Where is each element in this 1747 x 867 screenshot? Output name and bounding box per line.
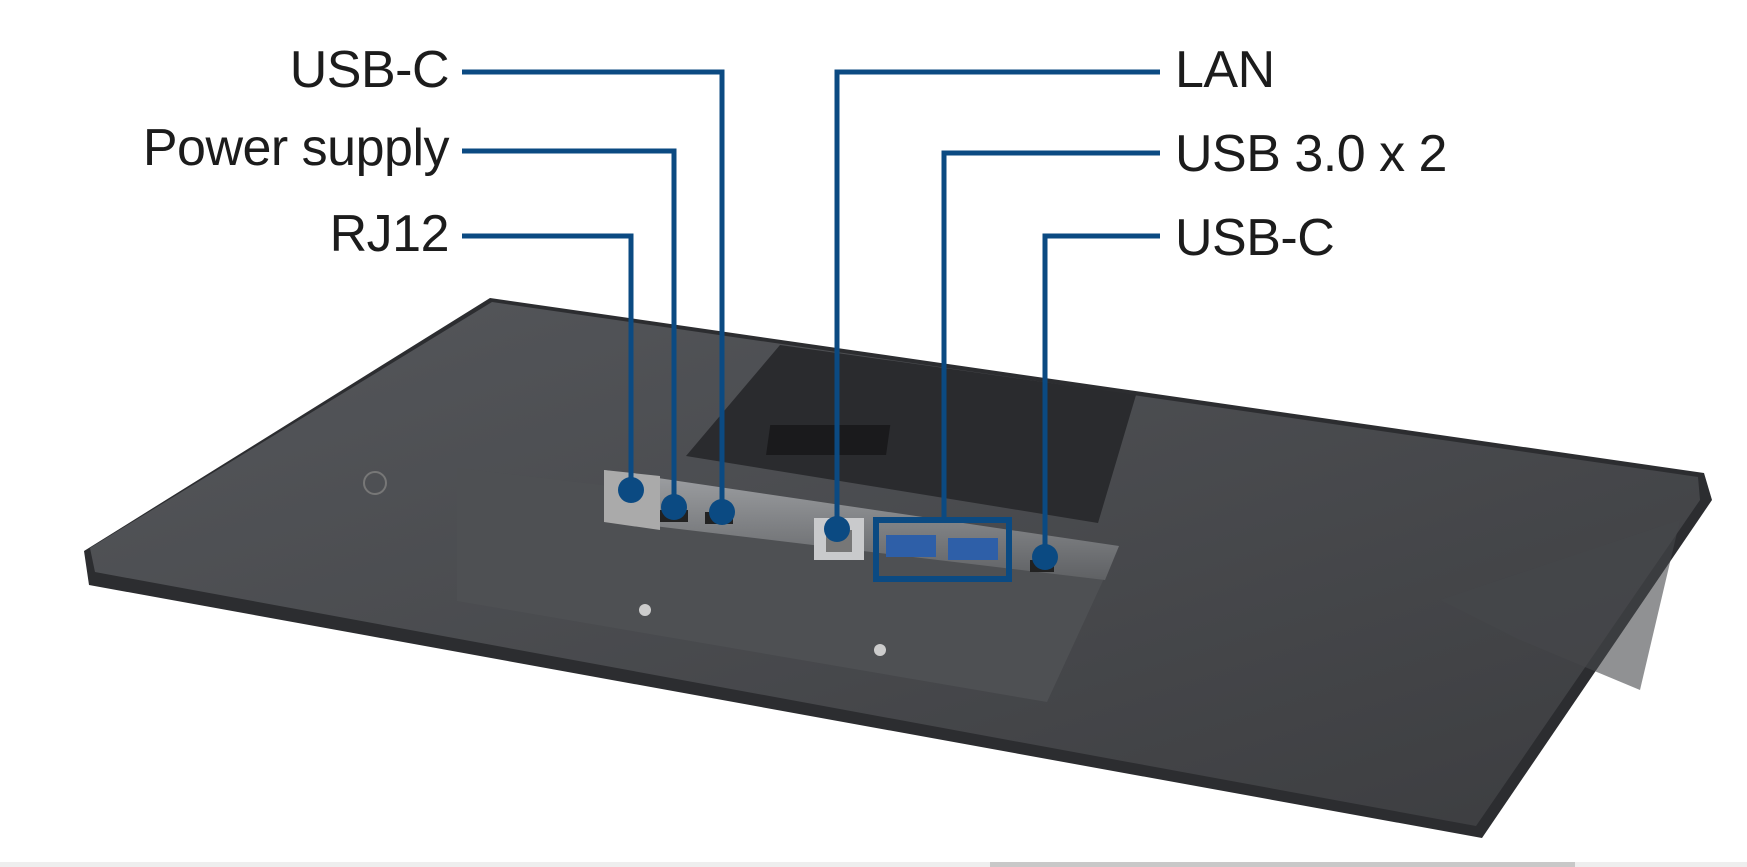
label-power-supply: Power supply [142, 119, 450, 177]
callout-line-usb3 [941, 150, 1160, 518]
callout-dot-lan [824, 516, 850, 542]
stand-mount-plate [686, 345, 1136, 523]
port-recess [457, 468, 1119, 702]
callout-dot-power [661, 494, 687, 520]
usb3-highlight-box [873, 517, 1012, 582]
callout-dot-usbc-right [1032, 544, 1058, 570]
label-rj12: RJ12 [329, 205, 450, 263]
callout-line-power [462, 148, 677, 507]
callout-dot-rj12 [618, 477, 644, 503]
label-lan: LAN [1175, 41, 1275, 99]
callout-line-usbc-right [1042, 233, 1160, 557]
callout-line-rj12 [462, 233, 634, 490]
scrollbar-thumb[interactable] [990, 862, 1575, 867]
power-button-icon [363, 471, 387, 495]
bottom-strip [0, 862, 1747, 867]
callout-line-lan [834, 69, 1160, 529]
label-usbc-right: USB-C [1175, 209, 1335, 267]
callout-dot-usbc-left [709, 499, 735, 525]
callout-line-usbc-left [462, 69, 725, 512]
label-usbc-left: USB-C [289, 41, 450, 99]
label-usb3: USB 3.0 x 2 [1175, 125, 1447, 183]
